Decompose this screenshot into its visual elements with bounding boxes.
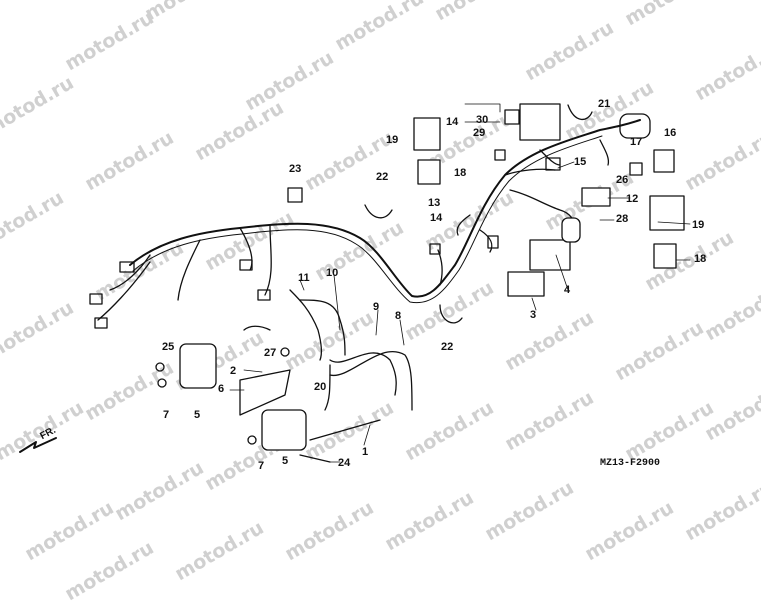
part-callout-8: 8 [395, 310, 402, 322]
part-callout-29: 29 [473, 127, 486, 139]
part-callout-18: 18 [694, 253, 707, 265]
part-callout-15: 15 [574, 156, 587, 168]
part-callout-28: 28 [616, 213, 629, 225]
part-callout-9: 9 [373, 301, 380, 313]
part-callout-1: 1 [362, 446, 369, 458]
part-callout-23: 23 [289, 163, 302, 175]
part-callout-17: 17 [630, 136, 643, 148]
part-callout-14: 14 [430, 212, 443, 224]
part-callout-19: 19 [386, 134, 399, 146]
part-callout-26: 26 [616, 174, 629, 186]
part-callout-13: 13 [428, 197, 441, 209]
part-callout-5: 5 [194, 409, 201, 421]
part-callout-18: 18 [454, 167, 467, 179]
part-callout-5: 5 [282, 455, 289, 467]
part-callout-22: 22 [441, 341, 454, 353]
part-callout-7: 7 [258, 460, 265, 472]
part-callout-4: 4 [564, 284, 571, 296]
part-callout-12: 12 [626, 193, 639, 205]
part-callout-21: 21 [598, 98, 611, 110]
part-callout-3: 3 [530, 309, 537, 321]
wiring-harness-drawing [19, 103, 691, 463]
part-callout-10: 10 [326, 267, 339, 279]
part-callout-24: 24 [338, 457, 351, 469]
part-callout-16: 16 [664, 127, 677, 139]
part-callout-19: 19 [692, 219, 705, 231]
part-callout-14: 14 [446, 116, 459, 128]
part-callout-27: 27 [264, 347, 277, 359]
part-callout-20: 20 [314, 381, 327, 393]
diagram-code: MZ13-F2900 [600, 458, 661, 469]
part-callout-30: 30 [476, 114, 489, 126]
part-callout-2: 2 [230, 365, 237, 377]
part-callout-25: 25 [162, 341, 175, 353]
part-callout-22: 22 [376, 171, 389, 183]
part-callout-7: 7 [163, 409, 170, 421]
part-callout-11: 11 [298, 272, 310, 284]
part-callout-6: 6 [218, 383, 225, 395]
